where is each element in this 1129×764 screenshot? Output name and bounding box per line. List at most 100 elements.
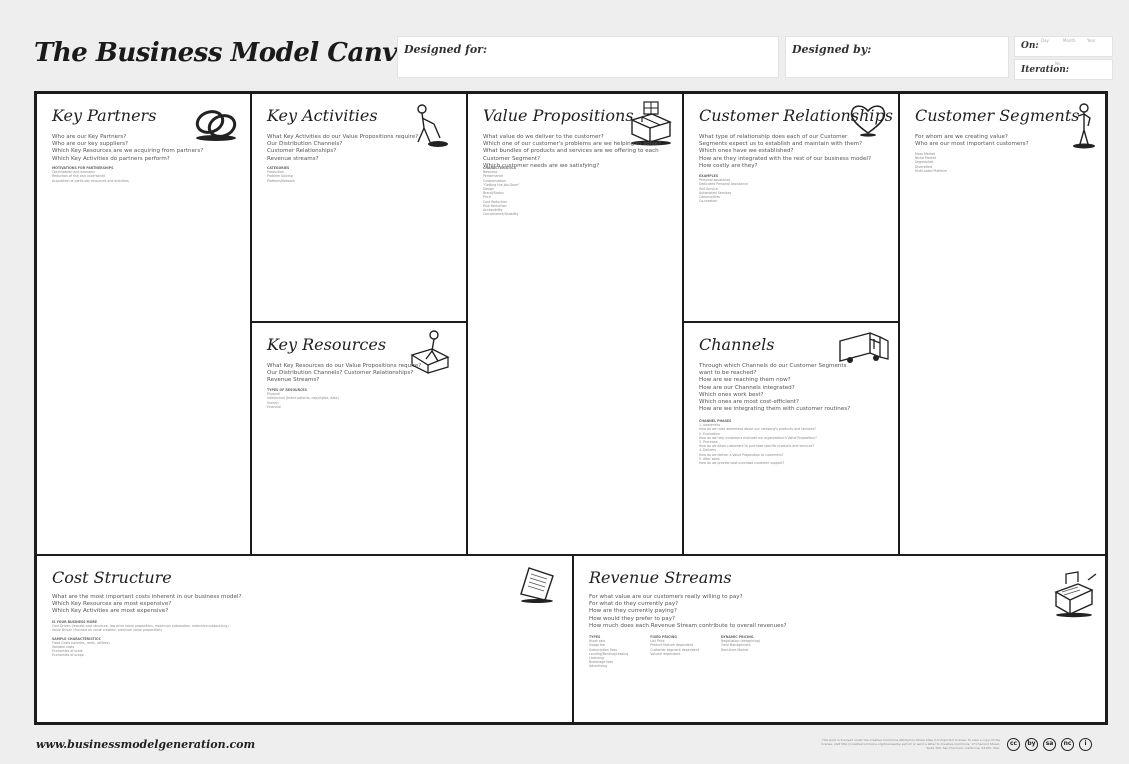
detail-heading: DYNAMIC PRICING [721,635,754,639]
question: Revenue Streams? [267,377,320,384]
dynamic-pricing-column: DYNAMIC PRICING Negotiation (bargaining)… [721,635,760,669]
question: How are they integrated with the rest of… [699,155,871,162]
question: Customer Relationships? [267,148,337,155]
detail-item: Yield Management [721,643,751,648]
key-resources-details: TYPES OF RESOURCES Physical Intellectual… [267,388,339,409]
question: What Key Resources do our Value Proposit… [267,363,422,369]
revenue-streams-block[interactable]: Revenue Streams For what value are our c… [574,556,1105,722]
receipt-icon [520,567,554,603]
detail-item: 2. Evaluation [699,431,720,436]
key-partners-block[interactable]: Key Partners Who are our Key Partners? W… [37,94,252,556]
key-activities-block[interactable]: Key Activities What Key Activities do ou… [252,94,468,323]
customer-segments-questions: For whom are we creating value? Who are … [915,134,1029,148]
detail-item: Acquisition of particular resources and … [52,178,129,183]
detail-item: 4. Delivery [699,448,717,453]
detail-item: Product feature dependent [650,643,694,648]
creative-commons-icons: cc by sa nc i [1007,738,1092,751]
detail-heading: CATEGORIES [267,166,290,170]
customer-segments-block[interactable]: Customer Segments For whom are we creati… [900,94,1105,556]
question: How are we reaching them now? [699,377,791,384]
detail-heading: CHARACTERISTICS [483,166,517,170]
non-commercial-icon: nc [1061,738,1074,751]
question: Which Key Activities do partners perform… [52,155,170,162]
revenue-streams-questions: For what value are our customers really … [589,594,786,630]
cost-structure-questions: What are the most important costs inhere… [52,594,241,616]
info-icon: i [1079,738,1092,751]
detail-item: Cost Reduction [483,199,508,204]
detail-item: "Getting the Job Done" [483,182,520,187]
value-propositions-block[interactable]: Value Propositions What value do we deli… [468,94,684,556]
question: Which ones have we established? [699,148,794,155]
detail-item: Brand/Status [483,191,504,196]
detail-item: Advertising [589,664,608,669]
person-lifting-box-icon [410,330,450,375]
detail-item: Newness [483,170,498,175]
key-activities-details: CATEGORIES Production Problem Solving Pl… [267,166,295,183]
fixed-pricing-column: FIXED PRICING List Price Product feature… [650,635,699,669]
detail-item: Customization [483,178,506,183]
question: Which ones work best? [699,391,764,398]
question: Which customer needs are we satisfying? [483,162,600,169]
detail-item: 1. Awareness [699,423,721,428]
designed-by-field[interactable]: Designed by: [785,36,1009,78]
detail-item: Mass Market [915,152,935,156]
detail-item: Customer segment dependent [650,647,699,652]
detail-heading: IS YOUR BUSINESS MORE [52,620,98,624]
detail-item: Automated Services [699,190,732,195]
iteration-field[interactable]: Iteration: No. [1014,59,1113,80]
detail-item: Licensing [589,656,604,661]
detail-item: Production [267,170,284,175]
detail-item: 5. After sales [699,456,720,461]
key-activities-title: Key Activities [267,106,378,125]
designed-for-field[interactable]: Designed for: [397,36,779,78]
key-resources-block[interactable]: Key Resources What Key Resources do our … [252,323,468,556]
designed-by-label: Designed by: [792,43,872,56]
detail-item: Brokerage fees [589,660,614,665]
detail-item: How do we provide post-purchase customer… [699,461,785,466]
cost-structure-block[interactable]: Cost Structure What are the most importa… [37,556,574,722]
question: What are the most important costs inhere… [52,594,242,600]
year-label: Year [1087,38,1096,43]
key-partners-details: MOTIVATIONS FOR PARTNERSHIPS Optimizatio… [52,166,129,183]
detail-heading: CHANNEL PHASES [699,419,732,423]
detail-item: Self-Service [699,186,718,191]
question: Our Distribution Channels? [267,141,343,148]
person-standing-icon [1073,103,1095,149]
key-partners-questions: Who are our Key Partners? Who are our ke… [52,134,203,163]
detail-item: Personal assistance [699,178,731,183]
detail-item: Platform/Network [267,178,295,183]
key-partners-title: Key Partners [52,106,157,125]
detail-item: Reduction of risk and uncertainty [52,174,106,179]
detail-item: Negotiation (bargaining) [721,639,761,644]
customer-segments-title: Customer Segments [915,106,1080,125]
customer-relationships-block[interactable]: Customer Relationships What type of rela… [684,94,900,323]
detail-item: Performance [483,174,504,179]
detail-heading: MOTIVATIONS FOR PARTNERSHIPS [52,166,114,170]
day-label: Day [1041,38,1049,43]
revenue-types-column: TYPES Asset sale Usage fee Subscription … [589,635,628,669]
question: How costly are they? [699,162,758,169]
question: How would they prefer to pay? [589,615,675,622]
question: For whom are we creating value? [915,134,1008,140]
business-model-canvas: Key Partners Who are our Key Partners? W… [34,91,1108,725]
cc-icon: cc [1007,738,1020,751]
key-resources-title: Key Resources [267,335,387,354]
detail-item: Cost Driven (leanest cost structure, low… [52,624,229,629]
detail-item: Economies of scope [52,653,84,658]
customer-segments-details: Mass Market Niche Market Segmented Diver… [915,152,947,173]
detail-item: 3. Purchase [699,440,718,445]
detail-item: Diversified [915,164,933,169]
on-date-field[interactable]: On: Day Month Year [1014,36,1113,57]
detail-item: Optimization and economy [52,170,96,175]
question: What Key Activities do our Value Proposi… [267,134,419,140]
detail-item: How do we allow customers to purchase sp… [699,444,815,449]
channels-block[interactable]: Channels Through which Channels do our C… [684,323,900,556]
detail-heading: TYPES [589,635,601,639]
website-link[interactable]: www.businessmodelgeneration.com [36,738,256,751]
value-propositions-title: Value Propositions [483,106,634,125]
channels-details: CHANNEL PHASES 1. Awareness How do we ra… [699,419,817,465]
cash-register-icon [1054,571,1097,618]
gift-box-icon [629,101,673,146]
detail-item: Multi-sided Platform [915,168,947,173]
key-activities-questions: What Key Activities do our Value Proposi… [267,134,418,163]
